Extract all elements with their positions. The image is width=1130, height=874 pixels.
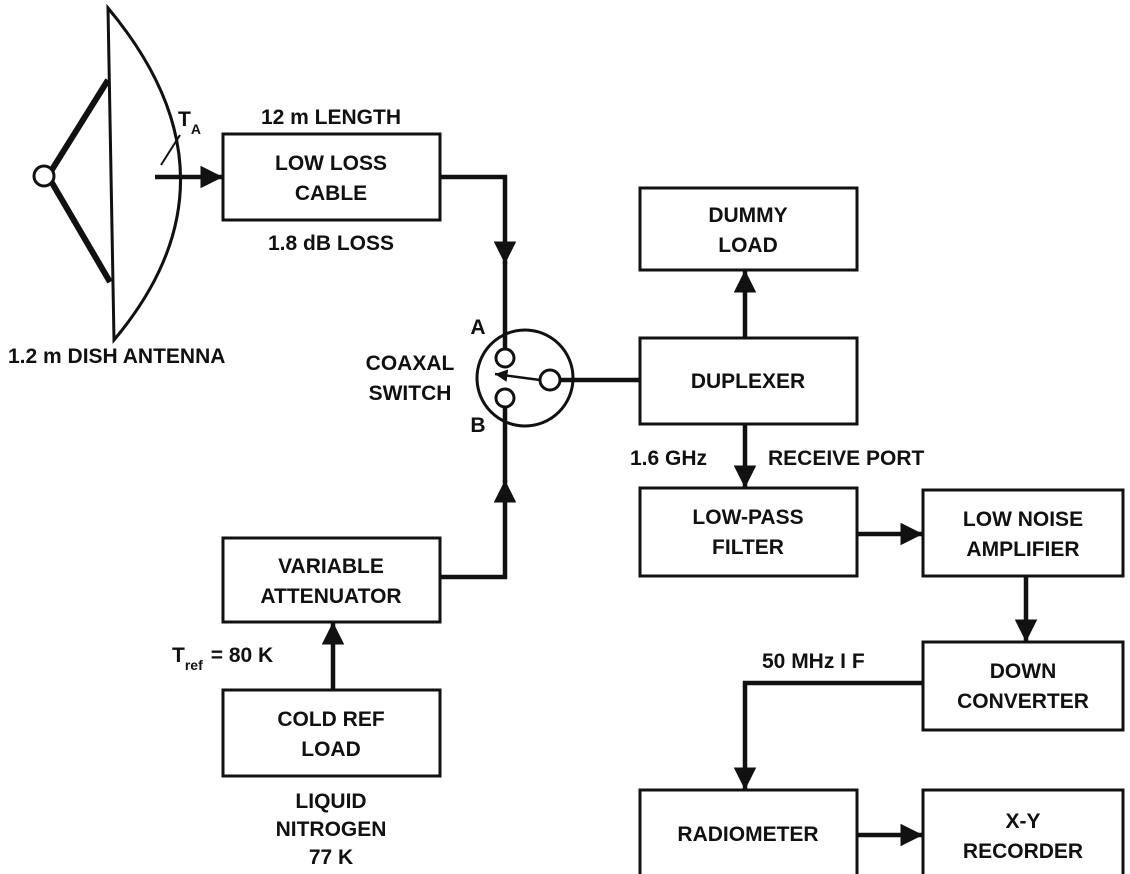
- cable-line2: CABLE: [295, 182, 367, 205]
- if-label: 50 MHz I F: [762, 650, 865, 673]
- attenuator-line2: ATTENUATOR: [260, 585, 401, 608]
- switch-port-b-label: B: [470, 414, 485, 437]
- cold-load-line2: LOAD: [301, 738, 361, 761]
- switch-common-port: [538, 368, 562, 392]
- recorder-line1: X-Y: [1005, 810, 1040, 833]
- variable-attenuator-block: VARIABLE ATTENUATOR: [221, 536, 442, 624]
- switch-port-b: [494, 387, 516, 409]
- cold-load-note3: 77 K: [309, 846, 353, 869]
- ta-label: TA: [178, 108, 201, 137]
- dummy-load-block: DUMMY LOAD: [638, 186, 859, 272]
- tref-label: Tref= 80 K: [172, 644, 273, 673]
- switch-line2: SWITCH: [369, 382, 452, 405]
- radiometer-label: RADIOMETER: [677, 823, 818, 846]
- downconverter-to-radiometer-path: [733, 680, 923, 790]
- switch-line1: COAXAL: [366, 352, 455, 375]
- recorder-line2: RECORDER: [963, 840, 1083, 863]
- lna-line1: LOW NOISE: [963, 508, 1083, 531]
- switch-port-a-label: A: [470, 316, 485, 339]
- lowpass-line1: LOW-PASS: [692, 506, 803, 529]
- down-converter-block: DOWN CONVERTER: [921, 640, 1125, 732]
- receive-port-label: RECEIVE PORT: [768, 447, 925, 470]
- cold-ref-load-block: COLD REF LOAD: [221, 688, 442, 778]
- cable-length-label: 12 m LENGTH: [261, 106, 401, 129]
- switch-port-a: [494, 347, 516, 369]
- antenna-label: 1.2 m DISH ANTENNA: [8, 345, 225, 368]
- duplexer-block: DUPLEXER: [638, 336, 859, 426]
- cable-loss-label: 1.8 dB LOSS: [268, 232, 394, 255]
- cold-load-line1: COLD REF: [277, 708, 385, 731]
- dummy-line1: DUMMY: [708, 204, 787, 227]
- dish-antenna: [32, 3, 182, 345]
- downconverter-line1: DOWN: [990, 660, 1057, 683]
- lowpass-line2: FILTER: [712, 536, 784, 559]
- attenuator-to-switch-path: [440, 480, 517, 580]
- radiometer-block: RADIOMETER: [638, 788, 859, 874]
- coaxial-switch: [475, 328, 575, 428]
- receive-freq-label: 1.6 GHz: [630, 447, 707, 470]
- feed-strut-lower: [45, 174, 113, 284]
- duplexer-label: DUPLEXER: [691, 370, 805, 393]
- lna-line2: AMPLIFIER: [966, 538, 1079, 561]
- ta-leader: [160, 134, 181, 166]
- attenuator-line1: VARIABLE: [278, 555, 384, 578]
- dish-reflector: [106, 3, 182, 345]
- cold-load-note2: NITROGEN: [276, 818, 387, 841]
- xy-recorder-block: X-Y RECORDER: [921, 788, 1125, 874]
- downconverter-line2: CONVERTER: [957, 690, 1089, 713]
- cable-to-switch-path: [440, 174, 517, 264]
- low-loss-cable-block: LOW LOSS CABLE: [221, 132, 442, 222]
- feed-horn: [32, 164, 56, 188]
- feed-strut-upper: [45, 78, 111, 178]
- low-noise-amplifier-block: LOW NOISE AMPLIFIER: [921, 488, 1125, 578]
- switch-arm: [494, 369, 541, 382]
- dummy-line2: LOAD: [718, 234, 778, 257]
- cold-load-note1: LIQUID: [295, 790, 366, 813]
- cable-line1: LOW LOSS: [275, 152, 387, 175]
- low-pass-filter-block: LOW-PASS FILTER: [638, 486, 859, 578]
